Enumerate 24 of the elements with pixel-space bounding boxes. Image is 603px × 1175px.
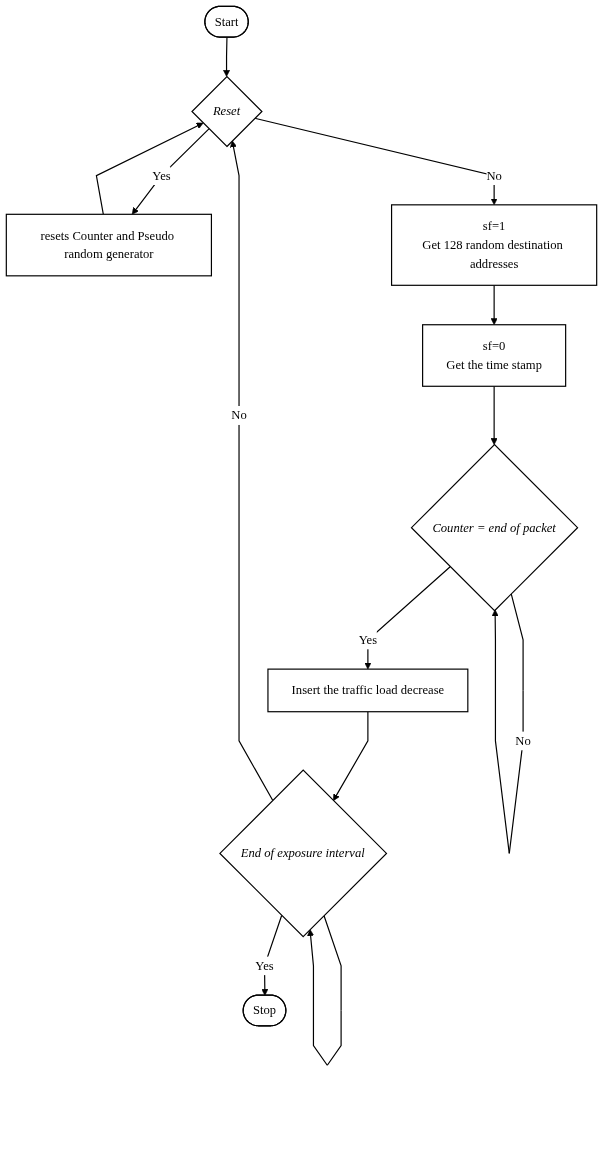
arrow [131, 128, 210, 215]
arrow [95, 122, 204, 215]
arrow [364, 566, 451, 670]
arrow [490, 385, 498, 445]
node-box: resets Counter and Pseudo random generator [5, 213, 212, 277]
arrow [333, 711, 369, 801]
arrow [307, 914, 342, 1066]
edge-label: Yes [358, 632, 378, 647]
edge-label: No [486, 168, 502, 182]
node-diamond: Counter = end of packet [410, 443, 579, 612]
node-diamond: Reset [191, 75, 263, 148]
arrow [230, 140, 274, 801]
arrow [490, 284, 498, 326]
node-box: Insert the traffic load decrease [267, 668, 469, 713]
edge-label: Yes [255, 958, 274, 973]
node-box: sf=1 Get 128 random destination addresses [391, 204, 598, 286]
edge-label: Yes [152, 168, 171, 182]
edge-label: No [515, 733, 531, 748]
arrow [254, 117, 498, 206]
arrow [261, 914, 283, 996]
node-box: sf=0 Get the time stamp [422, 324, 567, 387]
edge-label: No [231, 408, 247, 422]
arrow [223, 36, 230, 77]
node-diamond: End of exposure interval [219, 769, 388, 938]
